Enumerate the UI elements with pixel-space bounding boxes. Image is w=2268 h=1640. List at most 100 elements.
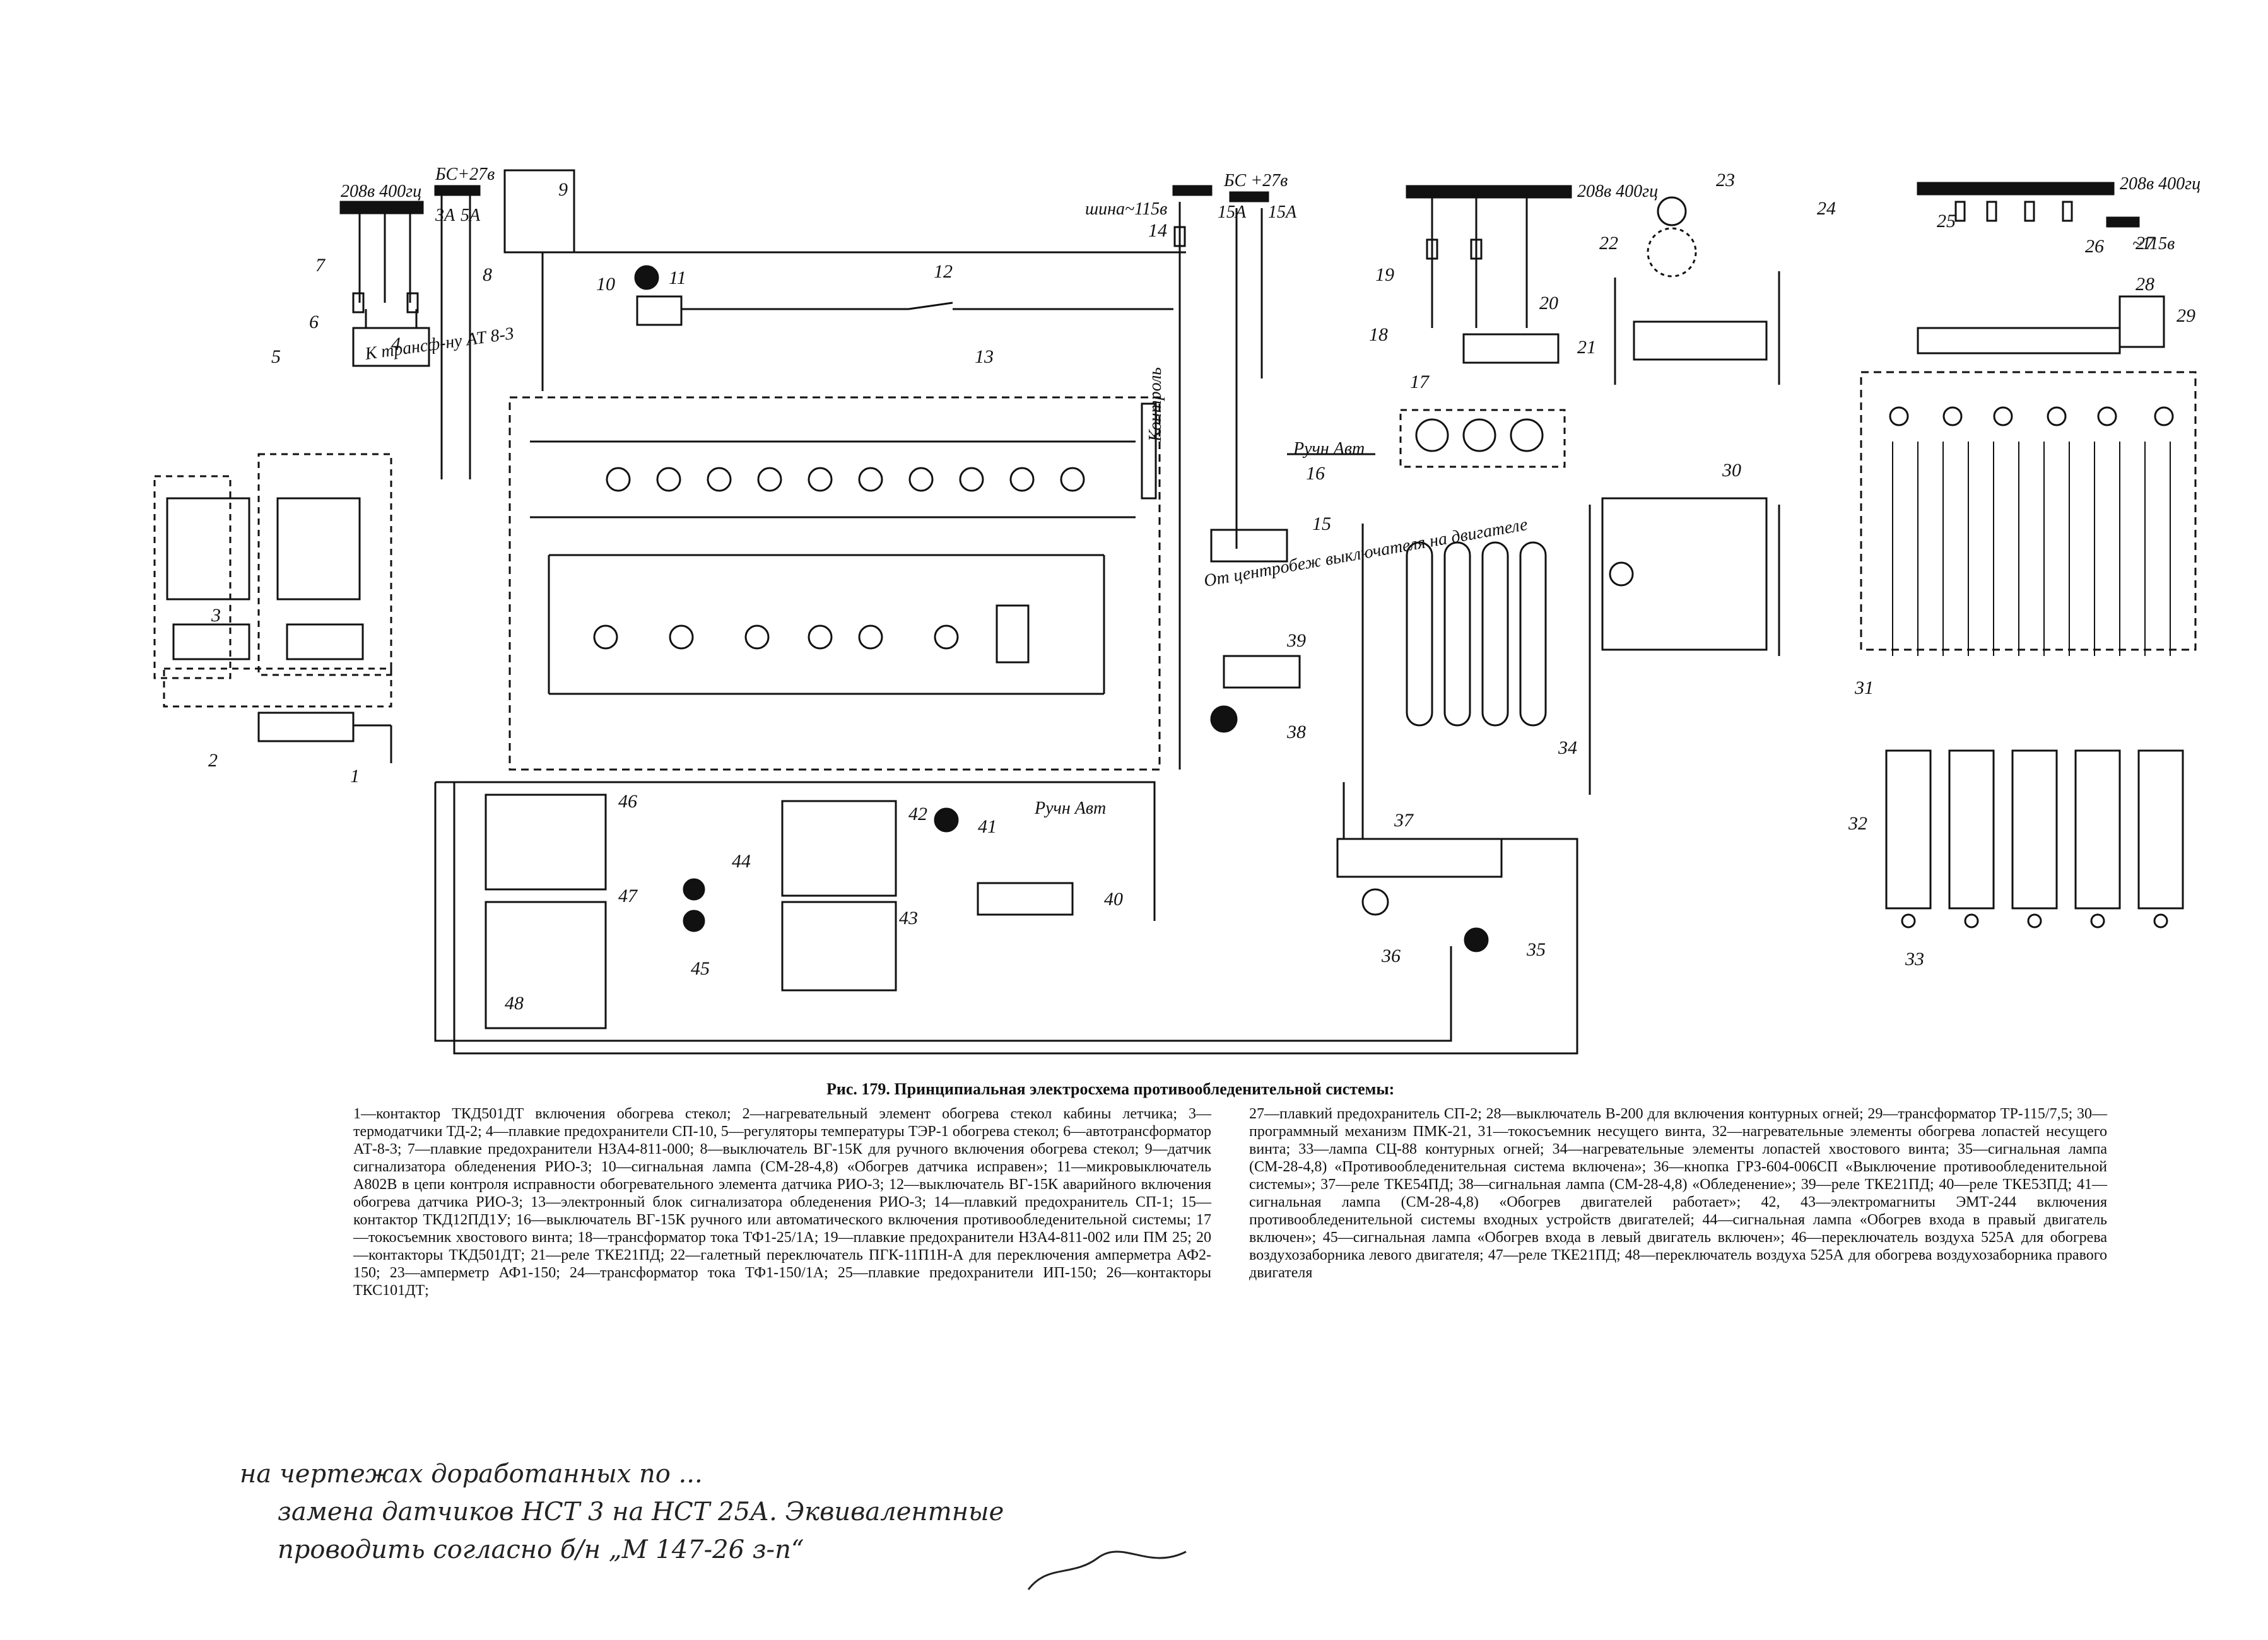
air-switch-46 — [485, 794, 607, 891]
component-number-11: 11 — [669, 267, 686, 288]
bus-bar-208-mid — [1406, 185, 1572, 199]
label-ruchn-avt-1: Ручн Авт — [1293, 439, 1365, 459]
fuse-14 — [1173, 226, 1186, 247]
component-number-44: 44 — [732, 851, 751, 872]
component-number-48: 48 — [505, 993, 524, 1014]
electromagnet-42 — [781, 800, 897, 897]
component-number-18: 18 — [1369, 324, 1388, 345]
component-number-22: 22 — [1599, 233, 1618, 254]
bus-bar-208-right — [1917, 182, 2115, 196]
switch-12 — [908, 302, 953, 310]
label-stamp-ctrl: Контроль — [1146, 367, 1165, 442]
component-number-14: 14 — [1148, 220, 1167, 241]
component-number-39: 39 — [1286, 630, 1306, 651]
label-ot-centrob: От центробеж выключателя на двигателе — [1202, 515, 1529, 591]
legend-text-left: 1—контактор ТКД501ДТ включения обогрева … — [353, 1106, 1211, 1299]
component-number-34: 34 — [1558, 737, 1577, 758]
tail-blade-heaters-34 — [1406, 541, 1547, 727]
component-number-20: 20 — [1539, 293, 1558, 313]
component-number-32: 32 — [1848, 813, 1867, 834]
fuses-25 — [1954, 201, 2073, 222]
regulator-block-left — [153, 475, 232, 679]
handwritten-line-2: замена датчиков НСТ 3 на НСТ 25А. Эквива… — [278, 1497, 1004, 1526]
sensor-3a — [172, 623, 250, 660]
component-number-19: 19 — [1375, 264, 1394, 285]
component-number-31: 31 — [1854, 677, 1874, 698]
transformer-13 — [996, 604, 1030, 664]
component-number-12: 12 — [934, 261, 953, 282]
connector-13 — [1141, 402, 1157, 500]
component-number-4: 4 — [391, 334, 401, 354]
rotary-switch-22 — [1647, 227, 1697, 278]
main-rotor-slipring-31 — [1860, 371, 2197, 651]
label-ruchn-avt-2: Ручн Авт — [1034, 799, 1106, 818]
component-number-36: 36 — [1381, 946, 1401, 966]
bus-bar-115v-right — [2106, 216, 2140, 228]
component-number-9: 9 — [558, 179, 568, 200]
component-number-43: 43 — [899, 908, 918, 928]
component-number-3: 3 — [211, 605, 221, 626]
legend: 1—контактор ТКД501ДТ включения обогрева … — [353, 1105, 2107, 1299]
handwritten-line-1: на чертежах доработанных по ... — [240, 1460, 703, 1489]
handwritten-note: на чертежах доработанных по ... замена д… — [240, 1460, 1187, 1590]
bus-label-208-mid: 208в 400гц — [1577, 182, 1658, 201]
component-number-5: 5 — [271, 346, 281, 367]
component-number-42: 42 — [908, 804, 927, 824]
air-switch-48 — [485, 901, 607, 1029]
program-mechanism-30 — [1601, 497, 1768, 651]
contactor-1 — [257, 712, 355, 742]
legend-column-right: 27—плавкий предохранитель СП-2; 28—выклю… — [1249, 1105, 2107, 1299]
component-number-21: 21 — [1577, 337, 1596, 358]
component-number-10: 10 — [596, 274, 615, 295]
bus-label-115v-right: ~115в — [2132, 234, 2175, 254]
fuse-7a — [352, 292, 365, 313]
button-36 — [1361, 888, 1389, 916]
component-number-30: 30 — [1722, 460, 1741, 481]
fuse-7b — [406, 292, 419, 313]
relay-37 — [1336, 838, 1503, 878]
component-number-38: 38 — [1286, 722, 1306, 742]
main-blade-heaters-32 — [1885, 749, 2184, 910]
contactor-15 — [1210, 529, 1288, 563]
current-transformer-17a — [1415, 418, 1449, 452]
bus-label-27v-right: БС +27в — [1223, 171, 1288, 190]
component-number-41: 41 — [978, 816, 997, 837]
signal-lamp-45 — [683, 910, 705, 932]
current-transformer-17b — [1462, 418, 1496, 452]
signal-lamp-10 — [634, 265, 659, 290]
contour-lamps-33 — [1901, 913, 2168, 928]
component-number-16: 16 — [1306, 463, 1325, 484]
fuse-19a — [1426, 238, 1438, 260]
contactors-20 — [1462, 333, 1560, 364]
relay-39 — [1223, 655, 1301, 689]
component-number-33: 33 — [1905, 949, 1924, 969]
sensor-3b — [286, 623, 364, 660]
autotransformer-6 — [352, 327, 430, 367]
transistor-row-upper — [606, 467, 1085, 492]
ice-detector-block-13 — [508, 396, 1161, 771]
component-number-29: 29 — [2177, 305, 2195, 326]
relay-40 — [977, 882, 1074, 916]
label-fuse-3a: 3А — [435, 206, 455, 225]
heating-element-2 — [163, 667, 392, 708]
regulator-5a — [166, 497, 250, 600]
ammeter-23 — [1657, 196, 1687, 226]
bus-bar-208-left — [339, 201, 424, 214]
slipring-circles-31 — [1889, 406, 2174, 426]
signal-lamp-35 — [1464, 927, 1489, 952]
electrical-schematic: 208в 400гц БС+27в шина~115в БС +27в 208в… — [153, 165, 2200, 1055]
component-number-17: 17 — [1410, 372, 1430, 392]
component-number-23: 23 — [1716, 170, 1735, 190]
component-number-25: 25 — [1937, 211, 1956, 231]
component-number-46: 46 — [618, 791, 637, 812]
component-number-27: 27 — [2136, 233, 2156, 254]
label-fuse-15a-2: 15А — [1268, 202, 1297, 222]
regulator-5b — [276, 497, 361, 600]
contactors-26 — [1917, 327, 2121, 354]
bus-bar-115v — [1172, 185, 1213, 196]
component-number-15: 15 — [1312, 513, 1331, 534]
label-fuse-15a-1: 15А — [1218, 202, 1247, 222]
current-transformer-17c — [1510, 418, 1544, 452]
component-number-28: 28 — [2136, 274, 2154, 295]
